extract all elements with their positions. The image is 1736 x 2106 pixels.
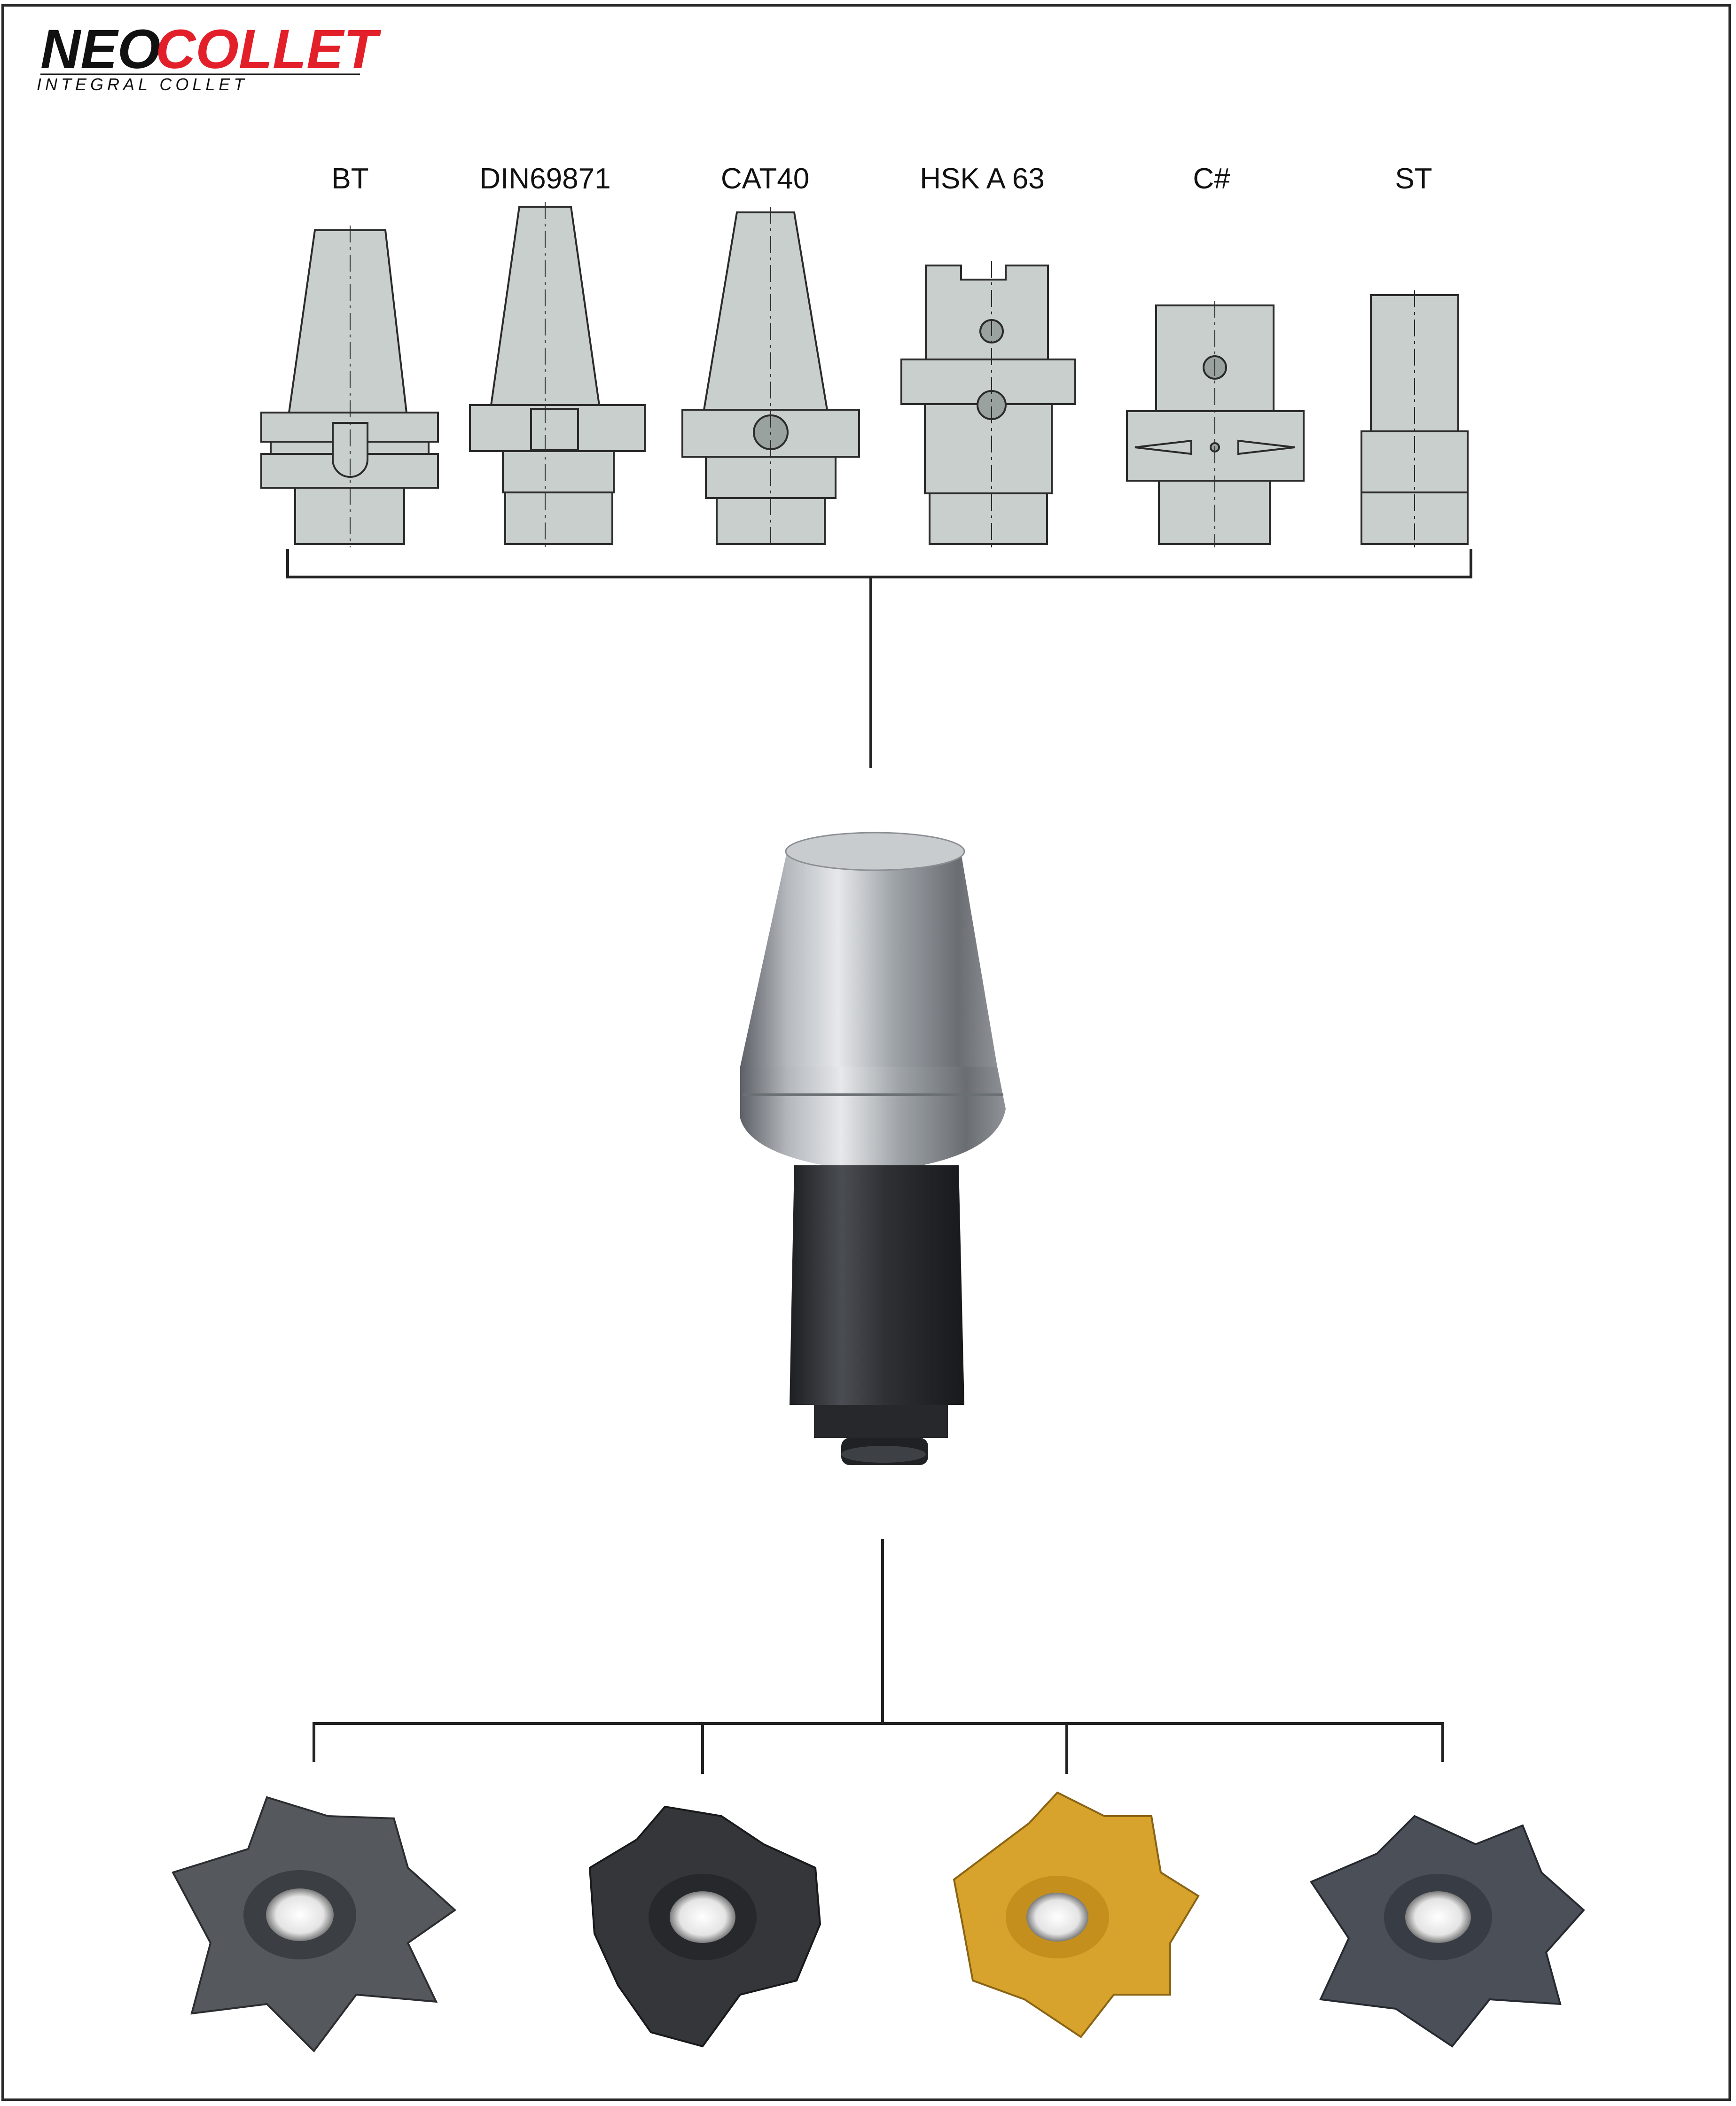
holder-label-hsk-a63: HSK A 63 [920, 163, 1045, 195]
capto-holder-icon [1126, 301, 1305, 547]
logo-tagline: INTEGRAL COLLET [37, 75, 248, 94]
grey-7-tooth-cutter-icon [172, 1796, 457, 2053]
din69871-holder-icon [469, 202, 646, 547]
logo-collet: COLLET [156, 19, 382, 80]
gold-7-tooth-cutter-icon [953, 1791, 1200, 2038]
bt-holder-icon [260, 226, 439, 547]
silver-7-tooth-cutter-icon [1310, 1815, 1585, 2048]
holder-label-bt: BT [331, 163, 369, 195]
holder-label-st: ST [1395, 163, 1432, 195]
cat40-holder-icon [681, 207, 860, 547]
holder-label-c-sharp: C# [1193, 163, 1230, 195]
neocollet-logo: NEO COLLET INTEGRAL COLLET [37, 19, 382, 94]
page-frame [1, 4, 1731, 2101]
hsk-a63-holder-icon [900, 261, 1076, 547]
straight-shank-holder-icon [1361, 290, 1469, 547]
holder-label-din69871: DIN69871 [479, 163, 611, 195]
logo-neo: NEO [40, 19, 161, 80]
connector-lines [286, 549, 1472, 1774]
black-6-tooth-cutter-icon [588, 1805, 821, 2048]
neocollet-integral-collet-holder-icon [740, 832, 1006, 1465]
holder-label-cat40: CAT40 [720, 163, 810, 195]
